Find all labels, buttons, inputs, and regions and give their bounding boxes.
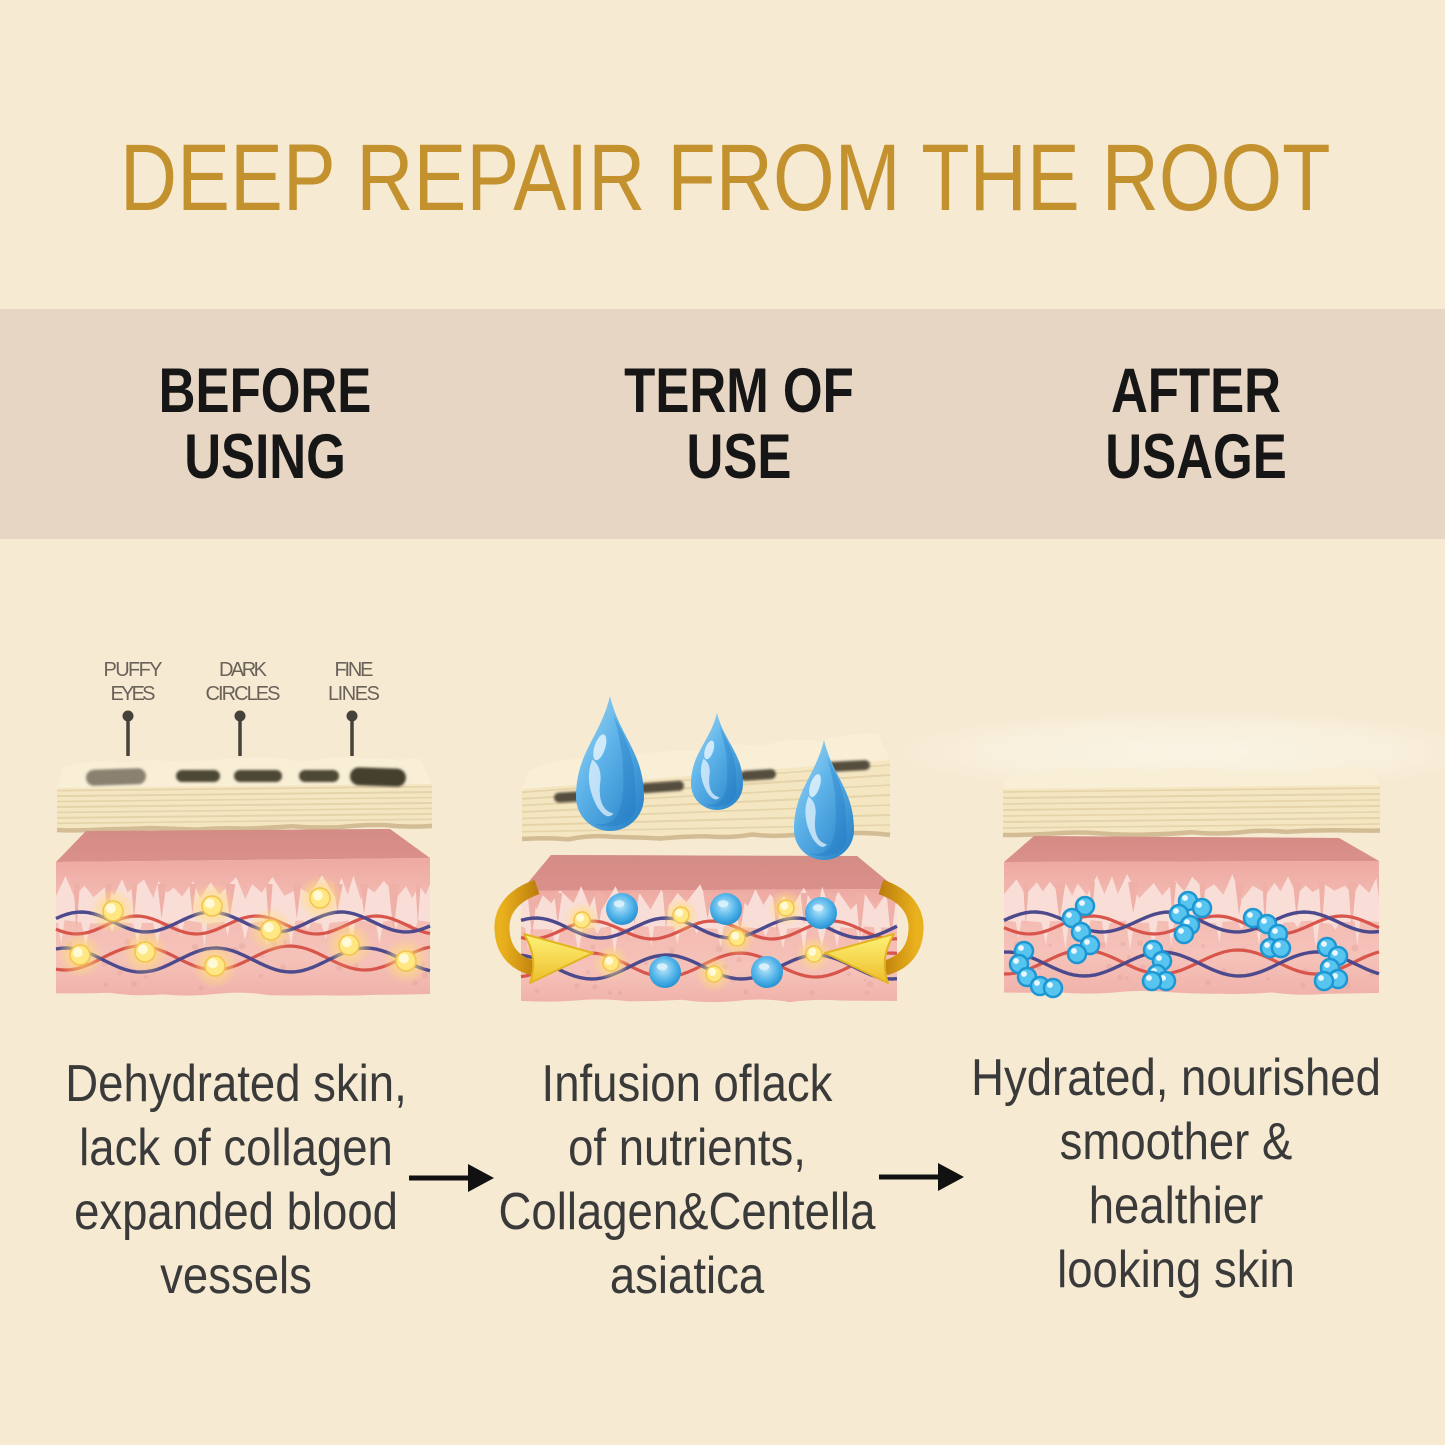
- svg-text:FINE: FINE: [335, 659, 374, 681]
- svg-text:CIRCLES: CIRCLES: [206, 683, 281, 705]
- svg-text:DARK: DARK: [219, 659, 268, 681]
- svg-text:PUFFY: PUFFY: [104, 659, 163, 681]
- svg-text:LINES: LINES: [328, 683, 380, 705]
- svg-text:EYES: EYES: [111, 683, 156, 705]
